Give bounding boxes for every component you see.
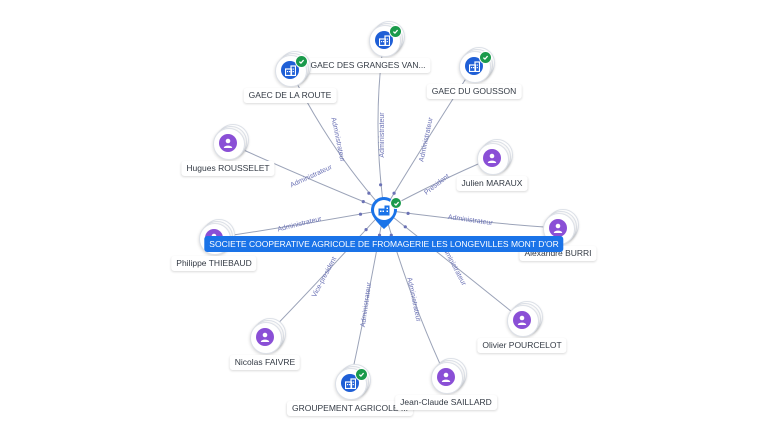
person-icon (219, 134, 237, 152)
node-label[interactable]: GROUPEMENT AGRICOLE ... (286, 401, 414, 416)
person-icon (437, 368, 455, 386)
center-node[interactable] (370, 196, 402, 230)
edge-arrow-philippe (358, 212, 363, 216)
edge-label-gaec_route: Administrateur (329, 117, 345, 163)
edge-groupement (349, 209, 385, 384)
edge-arrow-jean_claude (389, 233, 393, 237)
node-label[interactable]: Olivier POURCELOT (477, 338, 567, 353)
node-label[interactable]: GAEC DU GOUSSON (426, 84, 522, 99)
node-label[interactable]: Nicolas FAIVRE (229, 355, 301, 370)
edge-alexandre (383, 209, 559, 229)
center-node-label[interactable]: SOCIETE COOPERATIVE AGRICOLE DE FROMAGER… (204, 236, 564, 252)
edge-label-nicolas: Vice-president (311, 256, 338, 299)
node-label[interactable]: Philippe THIEBAUD (171, 256, 257, 271)
verified-check-icon (479, 51, 492, 64)
edge-label-julien: President (423, 173, 451, 197)
edge-label-gaec_gousson: Administrateur (418, 116, 434, 162)
edge-arrow-gaec_granges (379, 183, 383, 187)
edge-olivier (383, 209, 523, 321)
verified-check-icon (355, 368, 368, 381)
edge-arrow-nicolas (364, 228, 368, 232)
node-label[interactable]: Julien MARAUX (456, 176, 528, 191)
edge-arrow-olivier (403, 225, 407, 229)
edge-label-philippe: Administrateur (277, 216, 323, 234)
person-icon (256, 328, 274, 346)
person-icon (483, 149, 501, 167)
edge-label-alexandre: Administrateur (447, 214, 493, 227)
person-icon (549, 219, 567, 237)
verified-check-icon (390, 197, 402, 209)
edge-hugues (227, 142, 385, 211)
building-icon (465, 57, 483, 75)
person-icon (513, 311, 531, 329)
edge-label-groupement: Administrateur (360, 281, 373, 327)
building-icon (375, 31, 393, 49)
edge-label-hugues: Administrateur (289, 164, 333, 190)
edge-arrow-alexandre (406, 211, 410, 215)
edge-arrow-hugues (361, 200, 365, 204)
edge-arrow-gaec_gousson (392, 191, 396, 195)
verified-check-icon (389, 25, 402, 38)
edge-arrow-groupement (377, 233, 382, 237)
edge-jean_claude (383, 209, 447, 378)
edge-label-gaec_granges: Administrateur (379, 112, 386, 158)
node-label[interactable]: GAEC DE LA ROUTE (243, 88, 337, 103)
node-label[interactable]: Jean-Claude SAILLARD (395, 395, 497, 410)
building-icon (341, 374, 359, 392)
verified-check-icon (295, 55, 308, 68)
edge-label-jean_claude: Administrateur (405, 277, 421, 323)
node-label[interactable]: Hugues ROUSSELET (181, 161, 275, 176)
node-label[interactable]: GAEC DES GRANGES VAN... (305, 58, 431, 73)
building-icon (281, 61, 299, 79)
node-disc (459, 51, 491, 83)
edge-arrow-gaec_route (367, 191, 371, 195)
